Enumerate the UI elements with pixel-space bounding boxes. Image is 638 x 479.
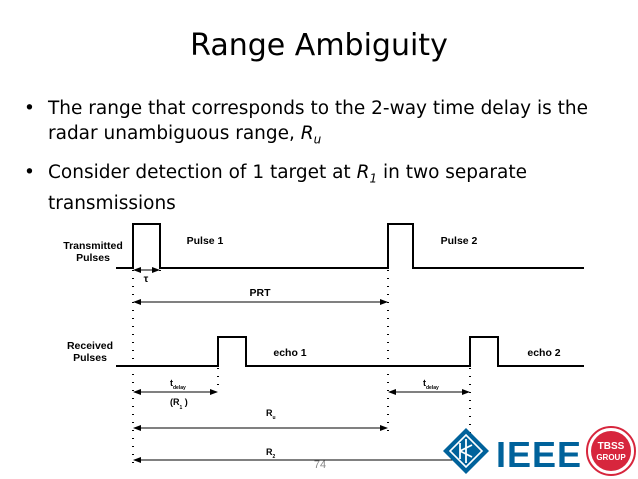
prt-label: PRT <box>250 287 272 299</box>
tdelay-2-sub: delay <box>426 385 439 391</box>
r2-sub: 2 <box>273 454 276 460</box>
received-label-line2: Pulses <box>73 352 107 364</box>
r1-open: (R <box>170 397 180 407</box>
bullet-item-2: • Consider detection of 1 target at R1 i… <box>24 160 624 217</box>
bullet-2-text-before: Consider detection of 1 target at <box>48 161 357 183</box>
tdelay-2-label: tdelay <box>423 378 439 391</box>
pulse-2-label: Pulse 2 <box>441 235 478 247</box>
bullet-2-symbol: R <box>356 161 370 183</box>
bullet-2-subscript: 1 <box>369 171 378 186</box>
ieee-tbss-logo: IEEE TBSS GROUP <box>443 426 636 476</box>
tbss-badge: TBSS GROUP <box>586 426 636 476</box>
tbss-badge-line1: TBSS <box>598 441 625 452</box>
tdelay-1-label: tdelay <box>170 378 186 391</box>
r1-sub: 1 <box>180 405 183 411</box>
bullet-1-text: The range that corresponds to the 2-way … <box>48 98 589 144</box>
transmitted-pulse-train <box>116 223 584 269</box>
transmitted-label-line1: Transmitted <box>63 240 123 252</box>
tdelay-1-main: t <box>170 378 173 388</box>
received-label-line1: Received <box>67 340 113 352</box>
bullet-dot: • <box>24 161 35 183</box>
r2-main: R <box>266 447 273 457</box>
bullet-list: • The range that corresponds to the 2-wa… <box>24 96 624 223</box>
bullet-1-symbol: R <box>300 123 314 144</box>
r2-label: R2 <box>266 447 276 460</box>
page-number: 74 <box>313 459 327 471</box>
dotted-reference-lines <box>132 270 471 470</box>
r1-label: (R1 ) <box>170 397 188 411</box>
bullet-dot: • <box>24 98 35 119</box>
ieee-wordmark: IEEE <box>496 434 582 475</box>
bullet-item-1: • The range that corresponds to the 2-wa… <box>24 96 624 153</box>
tdelay-2-main: t <box>423 378 426 388</box>
bullet-1-subscript: u <box>313 132 322 147</box>
transmitted-label-line2: Pulses <box>76 252 110 264</box>
tdelay-1-sub: delay <box>173 385 186 391</box>
received-pulse-train <box>116 336 584 367</box>
bullet-2-text-after: in two separate transmissions <box>48 161 527 215</box>
echo-2-label: echo 2 <box>527 347 560 359</box>
slide-title: Range Ambiguity <box>190 28 448 63</box>
ieee-diamond-icon <box>443 428 489 474</box>
ru-label: Ru <box>266 408 276 421</box>
ru-main: R <box>266 408 273 418</box>
tbss-badge-line2: GROUP <box>596 453 626 462</box>
echo-1-label: echo 1 <box>273 347 306 359</box>
ru-sub: u <box>273 415 276 421</box>
tau-label: τ <box>144 273 149 285</box>
pulse-1-label: Pulse 1 <box>187 235 224 247</box>
r1-close: ) <box>182 397 188 407</box>
